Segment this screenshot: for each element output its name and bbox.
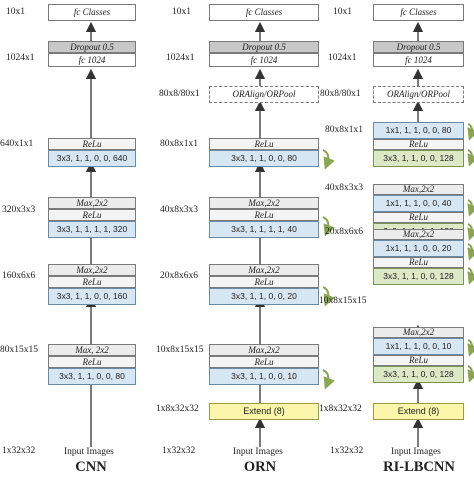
size-label: 20x8x6x6 — [160, 271, 198, 281]
lbc-box: 3x3, 1, 1, 0, 0, 128 — [373, 268, 464, 285]
relu-box: ReLu — [373, 257, 464, 268]
size-label: 80x8x1x1 — [325, 125, 363, 135]
conv-box: 3x3, 1, 1, 1, 1, 320 — [48, 221, 136, 238]
fc-1024-box: fc 1024 — [48, 53, 136, 67]
relu-box: ReLu — [48, 276, 136, 288]
conv1x1-box: 1x1, 1, 1, 0, 0, 80 — [373, 122, 464, 139]
oralign-orpool-box: ORAlign/ORPool — [209, 86, 319, 103]
relu-box: ReLu — [48, 138, 136, 150]
dropout-box: Dropout 0.5 — [48, 41, 136, 53]
column-title: ORN — [243, 459, 277, 475]
relu-box: ReLu — [209, 138, 319, 150]
relu-box: ReLu — [209, 356, 319, 368]
conv-box: 3x3, 1, 1, 0, 0, 10 — [209, 368, 319, 385]
lbc-box: 3x3, 1, 1, 0, 0, 128 — [373, 366, 464, 383]
rotation-arrow-icon — [322, 123, 474, 390]
relu-box: ReLu — [48, 209, 136, 221]
size-label: 40x8x3x3 — [325, 183, 363, 193]
conv1x1-box: 1x1, 1, 1, 0, 0, 20 — [373, 240, 464, 257]
input-images-label: Input Images — [64, 447, 114, 457]
size-label: 160x6x6 — [2, 271, 36, 281]
oralign-orpool-box: ORAlign/ORPool — [373, 86, 464, 103]
maxpool-box: Max,2x2 — [48, 264, 136, 276]
dropout-box: Dropout 0.5 — [209, 41, 319, 53]
conv1x1-box: 1x1, 1, 1, 0, 0, 40 — [373, 195, 464, 212]
size-label: 10x1 — [6, 7, 25, 17]
size-label: 80x8x1x1 — [160, 139, 198, 149]
conv-box: 3x3, 1, 1, 0, 0, 20 — [209, 288, 319, 305]
conv-box: 3x3, 1, 1, 0, 0, 80 — [209, 150, 319, 167]
maxpool-box: Max, 2x2 — [48, 344, 136, 356]
size-label: 80x8/80x1 — [159, 89, 200, 99]
relu-box: ReLu — [209, 276, 319, 288]
size-label: 1024x1 — [166, 53, 195, 63]
size-label: 10x1 — [172, 7, 191, 17]
maxpool-box: Max,2x2 — [373, 184, 464, 195]
size-label: 320x3x3 — [2, 205, 36, 215]
relu-box: ReLu — [209, 209, 319, 221]
fc-classes-box: fc Classes — [373, 4, 464, 21]
maxpool-box: Max,2x2 — [373, 229, 464, 240]
lbc-box: 3x3, 1, 1, 0, 0, 128 — [373, 150, 464, 167]
size-label: 10x1 — [333, 7, 352, 17]
size-label: 1x8x32x32 — [156, 404, 199, 414]
fc-classes-box: fc Classes — [209, 4, 319, 21]
maxpool-box: Max,2x2 — [209, 264, 319, 276]
size-label: 1x32x32 — [330, 446, 364, 456]
conv-box: 3x3, 1, 1, 0, 0, 80 — [48, 368, 136, 385]
maxpool-box: Max,2x2 — [209, 197, 319, 209]
size-label: 1x8x32x32 — [319, 404, 362, 414]
fc-1024-box: fc 1024 — [373, 53, 464, 67]
dropout-box: Dropout 0.5 — [373, 41, 464, 53]
fc-1024-box: fc 1024 — [209, 53, 319, 67]
relu-box: ReLu — [373, 212, 464, 223]
relu-box: ReLu — [48, 356, 136, 368]
extend-box: Extend (8) — [373, 403, 464, 420]
size-label: 80x15x15 — [0, 345, 38, 355]
conv-box: 3x3, 1, 1, 1, 1, 40 — [209, 221, 319, 238]
input-images-label: Input Images — [391, 447, 441, 457]
size-label: 1x32x32 — [2, 446, 36, 456]
size-label: 20x8x6x6 — [325, 227, 363, 237]
conv-box: 3x3, 1, 1, 0, 0, 160 — [48, 288, 136, 305]
size-label: 10x8x15x15 — [319, 296, 367, 306]
maxpool-box: Max,2x2 — [373, 327, 464, 338]
size-label: 80x8/80x1 — [320, 89, 361, 99]
fc-classes-box: fc Classes — [48, 4, 136, 21]
size-label: 40x8x3x3 — [160, 205, 198, 215]
maxpool-box: Max,2x2 — [209, 344, 319, 356]
size-label: 1x32x32 — [162, 446, 196, 456]
relu-box: ReLu — [373, 355, 464, 366]
conv-box: 3x3, 1, 1, 0, 0, 640 — [48, 150, 136, 167]
input-images-label: Input Images — [233, 447, 283, 457]
relu-box: ReLu — [373, 139, 464, 150]
size-label: 1024x1 — [6, 53, 35, 63]
maxpool-box: Max,2x2 — [48, 197, 136, 209]
column-title: RI-LBCNN — [383, 459, 455, 475]
conv1x1-box: 1x1, 1, 1, 0, 0, 10 — [373, 338, 464, 355]
size-label: 640x1x1 — [0, 139, 34, 149]
size-label: 1024x1 — [328, 53, 357, 63]
extend-box: Extend (8) — [209, 403, 319, 420]
size-label: 10x8x15x15 — [156, 345, 204, 355]
column-title: CNN — [75, 459, 107, 475]
